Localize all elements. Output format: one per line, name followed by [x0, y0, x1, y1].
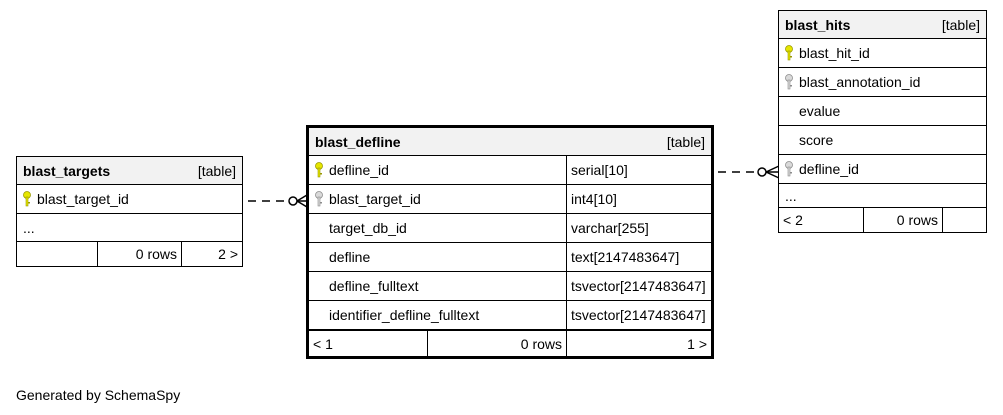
column-name: defline_fulltext — [329, 278, 419, 294]
column-row[interactable]: blast_target_id int4[10] — [309, 185, 711, 214]
column-row[interactable]: evalue — [779, 97, 986, 126]
foreign-key-icon — [779, 161, 799, 177]
column-name: defline_id — [329, 162, 389, 178]
foreign-key-icon — [779, 74, 799, 90]
column-type: tsvector[2147483647] — [566, 301, 711, 329]
table-kind: [table] — [666, 133, 705, 150]
column-name: score — [799, 132, 834, 148]
column-row[interactable]: identifier_defline_fulltext tsvector[214… — [309, 301, 711, 330]
column-type: serial[10] — [566, 156, 711, 184]
footer-children[interactable]: 1 > — [566, 331, 711, 356]
column-name: evalue — [799, 103, 841, 119]
column-name: target_db_id — [329, 220, 407, 236]
more-columns-row: ... — [17, 214, 242, 242]
column-type: tsvector[2147483647] — [566, 272, 711, 300]
column-row[interactable]: defline text[2147483647] — [309, 243, 711, 272]
table-name: blast_defline — [315, 133, 401, 150]
column-row[interactable]: blast_hit_id — [779, 39, 986, 68]
generated-by-label: Generated by SchemaSpy — [16, 387, 181, 403]
primary-key-icon — [17, 191, 37, 207]
column-row[interactable]: defline_id — [779, 155, 986, 184]
table-footer: < 1 0 rows 1 > — [309, 330, 711, 356]
footer-parents[interactable]: < 2 — [783, 212, 803, 228]
table-blast-defline[interactable]: blast_defline [table] defline_id serial[… — [306, 125, 714, 359]
column-name: defline_id — [799, 161, 859, 177]
column-row[interactable]: score — [779, 126, 986, 155]
table-kind: [table] — [197, 162, 236, 179]
table-blast-hits[interactable]: blast_hits [table] blast_hit_id blast_an… — [778, 10, 987, 233]
ellipsis: ... — [23, 219, 35, 236]
table-header: blast_defline [table] — [309, 128, 711, 156]
column-type: varchar[255] — [566, 214, 711, 242]
column-name: defline — [329, 249, 371, 265]
table-name: blast_hits — [785, 16, 851, 33]
column-row[interactable]: blast_target_id — [17, 185, 242, 214]
footer-children[interactable]: 2 > — [181, 242, 242, 266]
column-row[interactable]: target_db_id varchar[255] — [309, 214, 711, 243]
table-kind: [table] — [941, 16, 980, 33]
column-name: blast_target_id — [329, 191, 421, 207]
footer-row-count: 0 rows — [863, 208, 942, 232]
table-header: blast_hits [table] — [779, 11, 986, 39]
column-type: int4[10] — [566, 185, 711, 213]
table-name: blast_targets — [23, 162, 111, 179]
table-blast-targets[interactable]: blast_targets [table] blast_target_id ..… — [16, 156, 243, 267]
table-header: blast_targets [table] — [17, 157, 242, 185]
foreign-key-icon — [309, 191, 329, 207]
more-columns-row: ... — [779, 184, 986, 208]
fk-blast-target-connector — [248, 194, 308, 208]
primary-key-icon — [309, 162, 329, 178]
footer-parents[interactable]: < 1 — [313, 335, 333, 352]
table-footer: < 2 0 rows — [779, 208, 986, 232]
footer-row-count: 0 rows — [97, 242, 181, 266]
footer-parents — [17, 242, 97, 266]
column-name: blast_hit_id — [799, 45, 870, 61]
footer-row-count: 0 rows — [427, 331, 566, 356]
column-row[interactable]: defline_fulltext tsvector[2147483647] — [309, 272, 711, 301]
fk-defline-connector — [718, 165, 780, 179]
column-type: text[2147483647] — [566, 243, 711, 271]
column-row[interactable]: defline_id serial[10] — [309, 156, 711, 185]
table-footer: 0 rows 2 > — [17, 242, 242, 266]
column-name: identifier_defline_fulltext — [329, 307, 480, 323]
column-name: blast_target_id — [37, 191, 129, 207]
column-name: blast_annotation_id — [799, 74, 921, 90]
column-row[interactable]: blast_annotation_id — [779, 68, 986, 97]
footer-children — [942, 208, 986, 232]
ellipsis: ... — [785, 187, 797, 204]
primary-key-icon — [779, 45, 799, 61]
